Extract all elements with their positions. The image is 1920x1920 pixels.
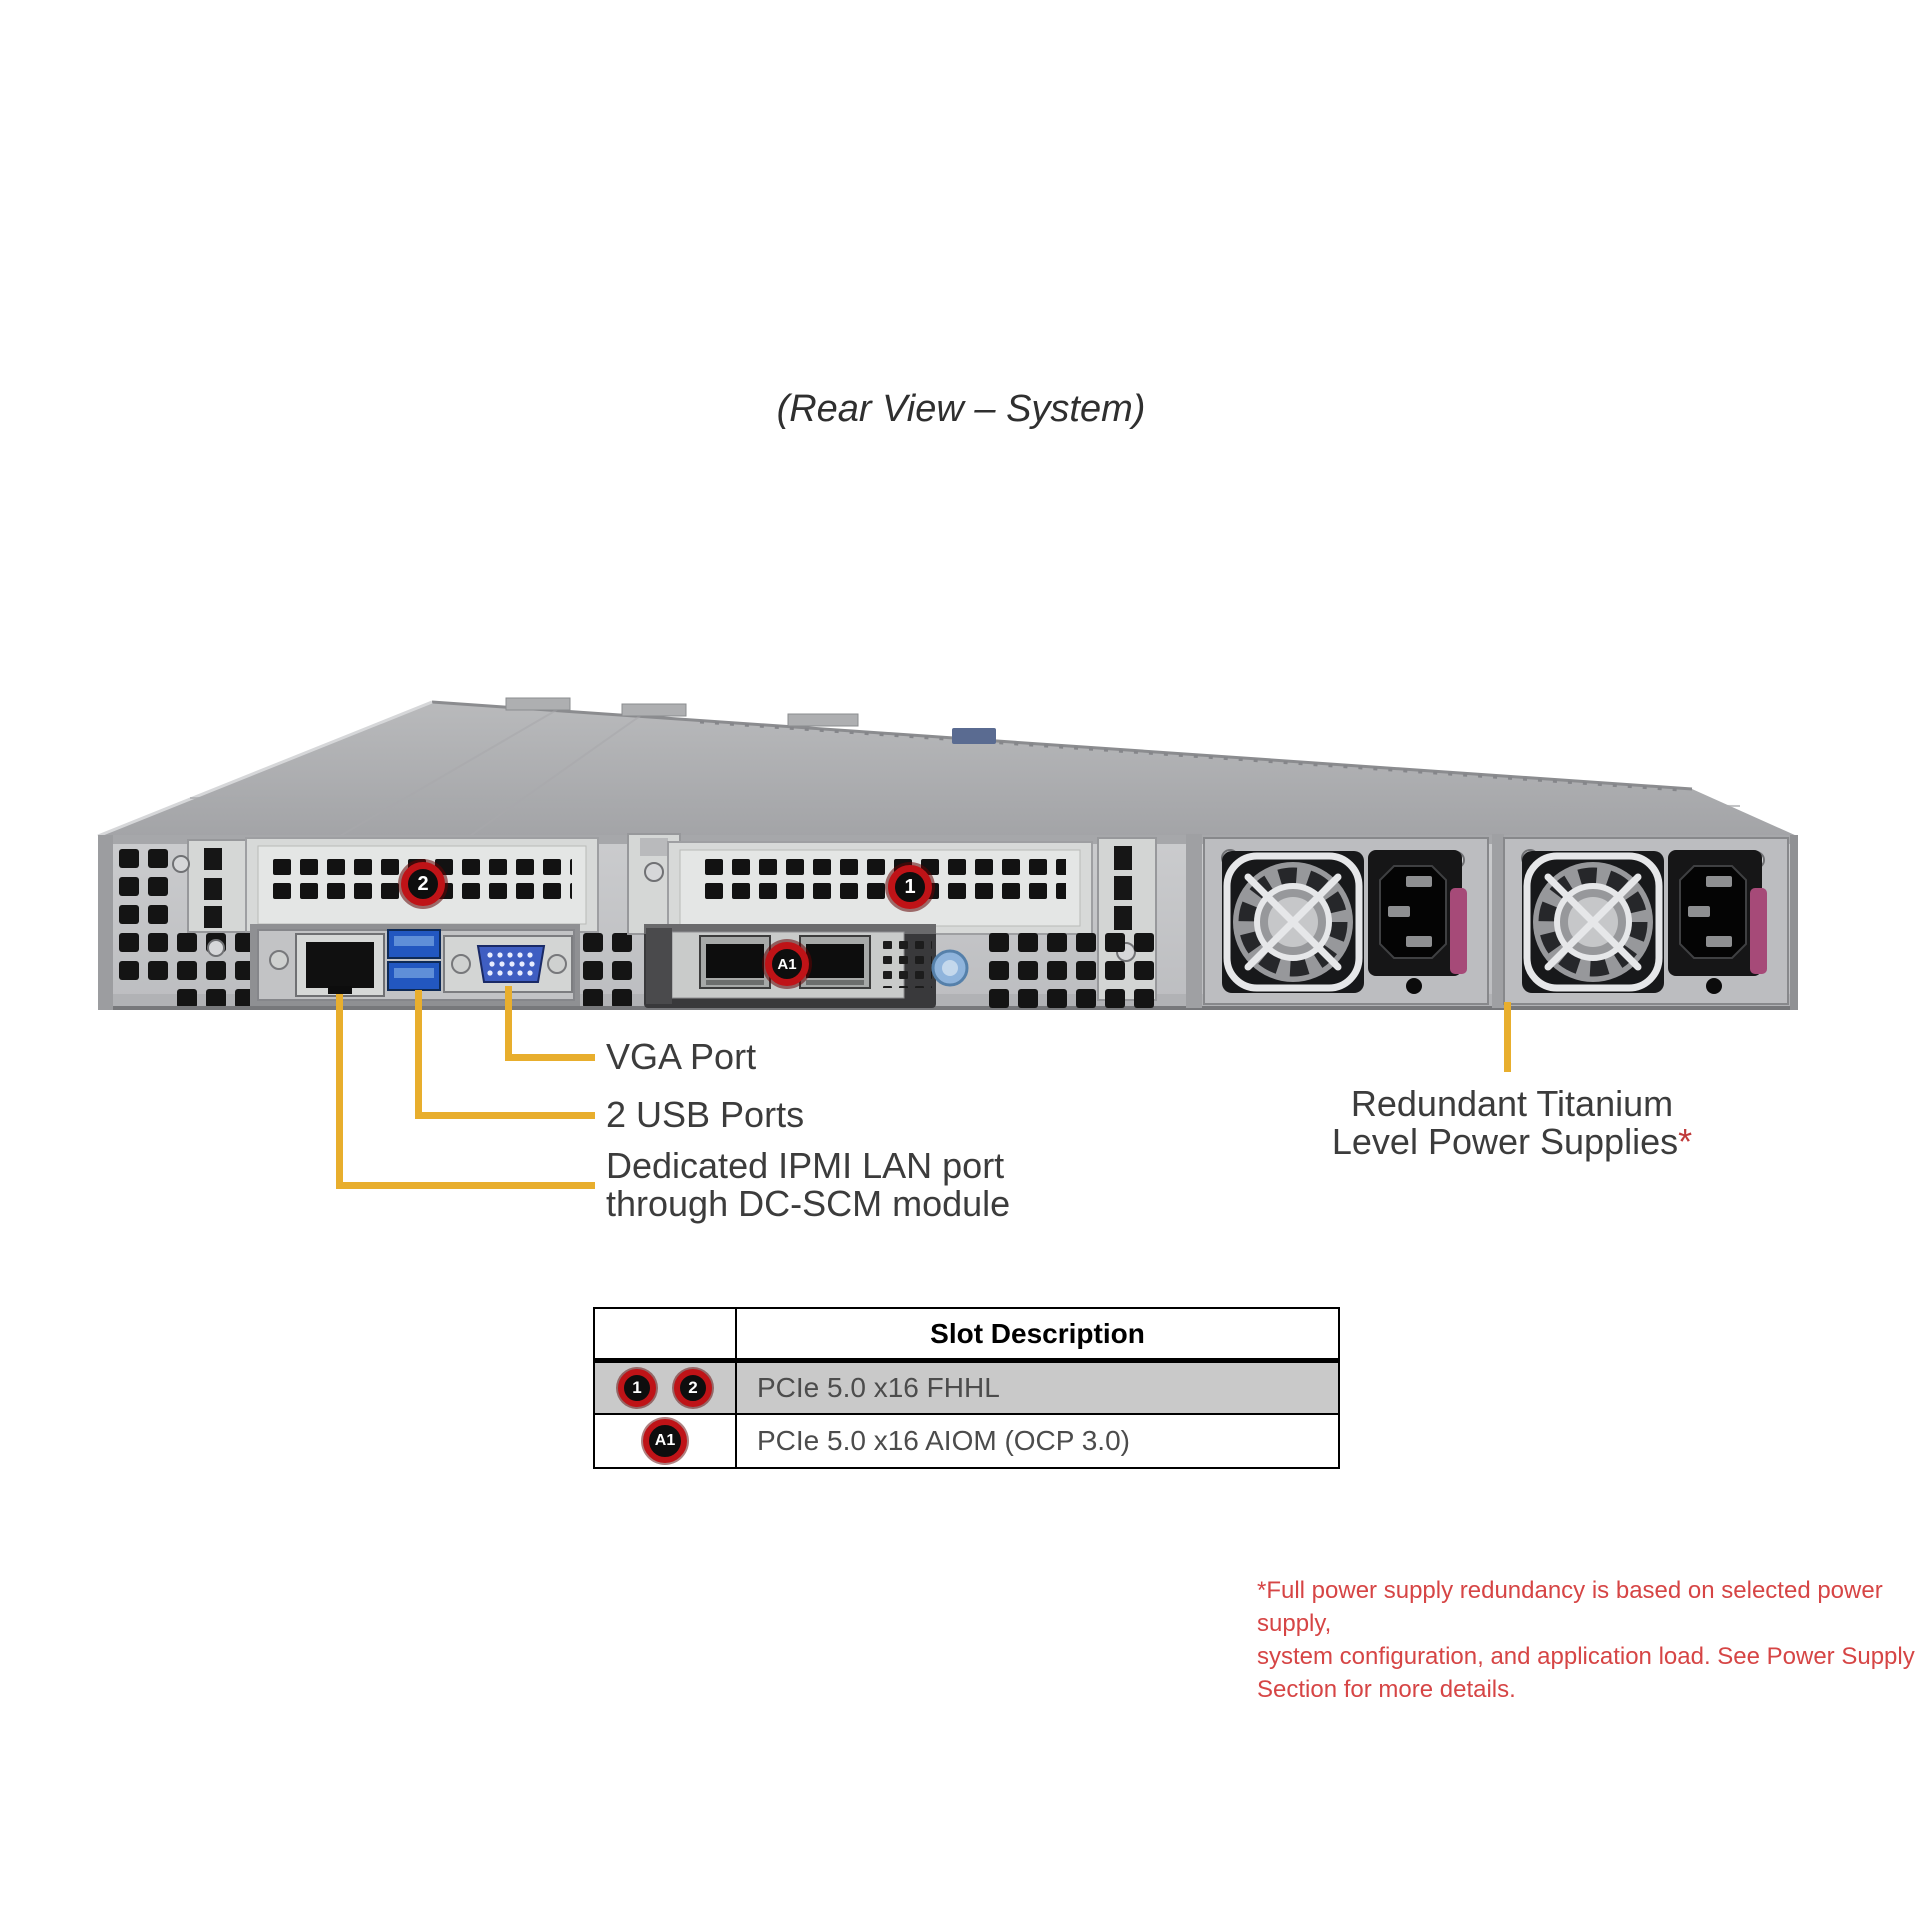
ipmi-callout-line-vertical [336,994,343,1189]
sfp-cage-1 [699,935,771,989]
table-header-title: Slot Description [930,1317,1145,1349]
vga-callout-line-vertical [505,986,512,1061]
table-header-badge-cell [595,1309,737,1358]
usb-ports-label: 2 USB Ports [606,1094,805,1135]
table-row2-description: PCIe 5.0 x16 AIOM (OCP 3.0) [757,1425,1130,1456]
psu-callout-line-vertical [1504,1002,1511,1072]
usb-callout-line-horizontal [415,1112,595,1119]
screw-icon [172,855,190,873]
psu-divider [1186,834,1202,1008]
chassis-top-cover [97,697,1797,838]
psu-divider [1492,834,1504,1008]
dcscm-io-panel [250,924,580,1006]
table-row1-badge-cell: 1 2 [595,1363,737,1413]
table-row: 1 2 PCIe 5.0 x16 FHHL [595,1363,1338,1415]
vga-port [443,935,573,993]
slot2-table-badge: 2 [674,1369,712,1407]
power-supply-footnote: *Full power supply redundancy is based o… [1257,1577,1915,1703]
slot-description-table: Slot Description 1 2 PCIe 5.0 x16 FHHL A… [593,1307,1340,1469]
usb-ports [387,929,441,991]
screw-icon [207,939,225,957]
table-row2-badge-cell: A1 [595,1415,737,1467]
sfp-cage-2 [799,935,871,989]
aiom-badge: A1 [765,942,809,986]
mid-vents [580,930,638,1006]
table-header-row: Slot Description [595,1309,1338,1363]
slot1-table-badge: 1 [618,1369,656,1407]
aiom-table-badge: A1 [643,1419,687,1463]
ipmi-lan-port [295,933,385,997]
slot2-badge: 2 [401,862,445,906]
rear-vent-block [986,930,1160,1008]
table-row1-description: PCIe 5.0 x16 FHHL [757,1372,1000,1403]
ipmi-lan-label: Dedicated IPMI LAN port through DC-SCM m… [606,1145,1011,1224]
bmc-connector [952,728,996,744]
power-supply-2 [1504,838,1788,1004]
psu-label-line2: Level Power Supplies [1331,1121,1679,1162]
psu-label-asterisk: * [1678,1121,1693,1162]
slot1-badge: 1 [888,865,932,909]
ipmi-callout-line-horizontal [336,1182,595,1189]
table-row: A1 PCIe 5.0 x16 AIOM (OCP 3.0) [595,1415,1338,1467]
figure-title: (Rear View – System) [776,388,1146,430]
screw-icon [269,950,289,970]
left-vent-panel [116,839,261,1006]
usb-callout-line-vertical [415,990,422,1119]
power-supply-1 [1204,838,1488,1004]
psu-label-line1: Redundant Titanium [1350,1083,1674,1124]
vga-callout-line-horizontal [505,1054,595,1061]
psu-label: Redundant Titanium Level Power Supplies* [1332,1085,1692,1161]
thumbscrew-icon [931,949,969,987]
pcie-slot1-bracket [667,841,1093,935]
vga-port-label: VGA Port [606,1036,757,1077]
pcie-slot2-bracket [245,837,599,933]
